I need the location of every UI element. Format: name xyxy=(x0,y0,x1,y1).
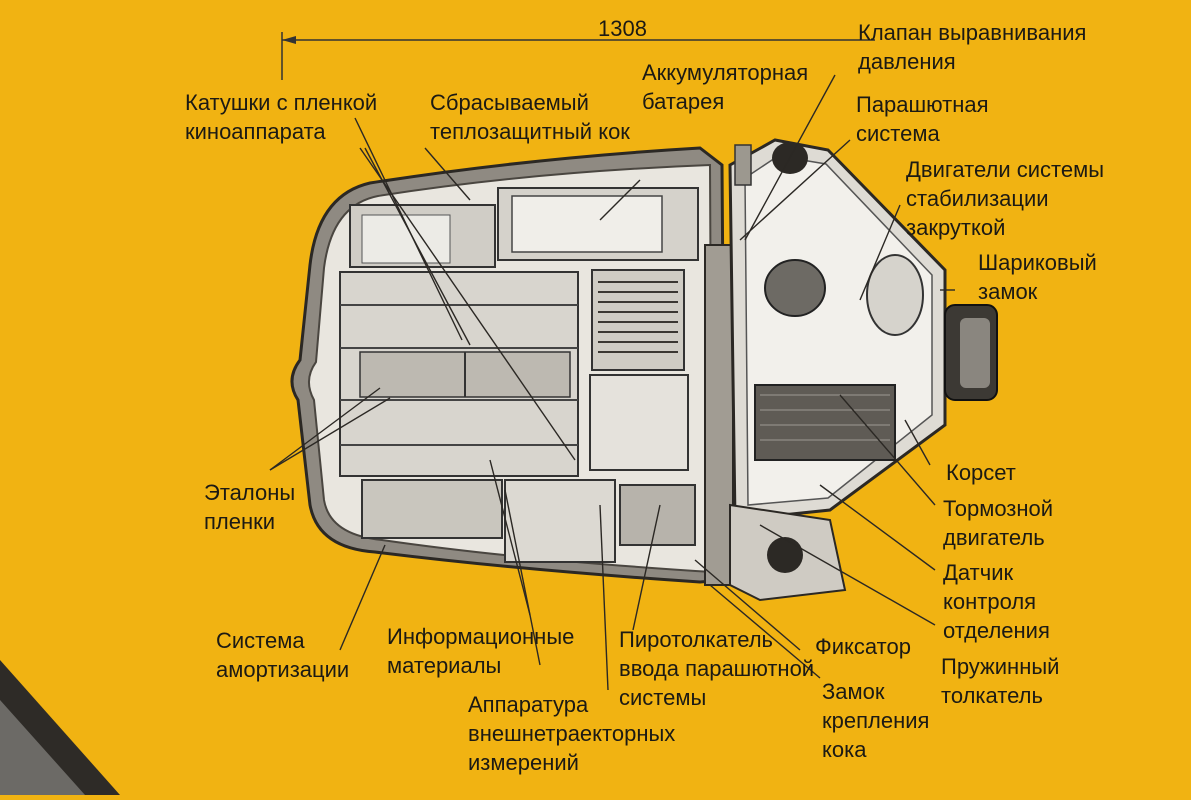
label-sbrasyvaemyi: Сбрасываемый теплозащитный кок xyxy=(430,90,630,144)
label-fiksator: Фиксатор xyxy=(815,634,911,659)
label-sistema-amortizacii: Система амортизации xyxy=(216,628,350,682)
label-apparatura: Аппаратура внешнетраекторных измерений xyxy=(468,692,676,775)
label-pruzhinnyi: Пружинный толкатель xyxy=(941,654,1060,708)
label-zamok: Замок крепления кока xyxy=(822,679,930,762)
label-pirotolkatel: Пиротолкатель ввода парашютной системы xyxy=(619,627,815,710)
dimension-label: 1308 xyxy=(598,16,647,41)
label-dvigateli: Двигатели системы стабилизации закруткой xyxy=(906,157,1105,240)
label-klapan: Клапан выравнивания давления xyxy=(858,20,1087,74)
label-korset: Корсет xyxy=(946,460,1016,485)
label-tormoznoi: Тормозной двигатель xyxy=(943,496,1054,550)
label-sharikovyi: Шариковый замок xyxy=(978,250,1097,304)
label-akkumulyatornaya: Аккумуляторная батарея xyxy=(642,60,809,114)
label-etalony: Эталоны пленки xyxy=(204,480,296,534)
label-katushki: Катушки с пленкой киноаппарата xyxy=(185,90,378,144)
label-informacionnye: Информационные материалы xyxy=(387,624,575,678)
label-parashyutnaya: Парашютная система xyxy=(856,92,989,146)
label-datchik: Датчик контроля отделения xyxy=(943,560,1050,643)
